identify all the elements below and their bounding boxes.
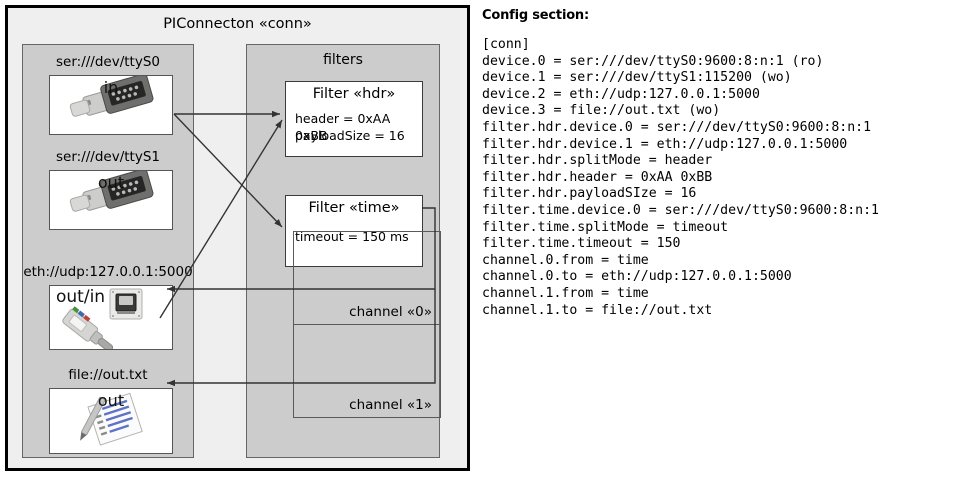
- filters-panel: filters Filter «hdr» header = 0xAA 0xBB …: [246, 44, 441, 458]
- config-line: device.0 = ser:///dev/ttyS0:9600:8:n:1 (…: [482, 53, 824, 69]
- serial-connector-icon: [50, 171, 172, 229]
- connection-diagram: PIConnecton «conn» ser:///dev/ttyS0 in: [5, 5, 470, 471]
- config-line: filter.hdr.payloadSIze = 16: [482, 186, 697, 202]
- config-lines: [conn]device.0 = ser:///dev/ttyS0:9600:8…: [482, 37, 960, 319]
- config-line: device.1 = ser:///dev/ttyS1:115200 (wo): [482, 70, 792, 86]
- device-io-label: in: [103, 78, 119, 97]
- device-caption-ttyS1: ser:///dev/ttyS1: [56, 149, 160, 165]
- filter-prop: payloadSize = 16: [295, 128, 405, 143]
- config-line: filter.hdr.device.1 = eth://udp:127.0.0.…: [482, 136, 848, 152]
- devices-panel: ser:///dev/ttyS0 in: [22, 44, 194, 458]
- device-box-eth[interactable]: out/in: [49, 285, 173, 350]
- filter-prop: header = 0xAA 0xBB: [295, 111, 391, 143]
- device-caption-ttyS0: ser:///dev/ttyS0: [56, 54, 160, 70]
- filter-title: Filter «time»: [308, 200, 400, 216]
- filters-panel-title: filters: [323, 52, 363, 68]
- config-line: channel.0.from = time: [482, 252, 649, 268]
- channel-label: channel «1»: [349, 397, 432, 413]
- diagram-title: PIConnecton «conn»: [163, 16, 312, 32]
- config-line: channel.1.to = file://out.txt: [482, 302, 713, 318]
- config-line: filter.time.timeout = 150: [482, 236, 681, 252]
- serial-connector-icon: [50, 76, 172, 134]
- config-heading: Config section:: [482, 8, 589, 23]
- text-file-icon: [50, 389, 172, 453]
- config-line: filter.time.splitMode = timeout: [482, 219, 729, 235]
- device-io-label: out: [97, 173, 125, 192]
- config-line: device.2 = eth://udp:127.0.0.1:5000: [482, 86, 760, 102]
- channel-label: channel «0»: [349, 304, 432, 320]
- config-line: filter.hdr.device.0 = ser:///dev/ttyS0:9…: [482, 119, 872, 135]
- device-box-ttyS1[interactable]: out: [49, 170, 173, 230]
- device-io-label: out: [97, 391, 125, 410]
- config-line: channel.0.to = eth://udp:127.0.0.1:5000: [482, 269, 792, 285]
- config-line: [conn]: [482, 37, 530, 52]
- config-line: device.3 = file://out.txt (wo): [482, 103, 721, 119]
- device-box-ttyS0[interactable]: in: [49, 75, 173, 135]
- config-line: channel.1.from = time: [482, 285, 649, 301]
- config-line: filter.time.device.0 = ser:///dev/ttyS0:…: [482, 202, 879, 218]
- device-caption-file: file://out.txt: [68, 367, 148, 383]
- filter-box-hdr[interactable]: Filter «hdr» header = 0xAA 0xBB payloadS…: [285, 81, 423, 157]
- device-io-label: out/in: [56, 287, 106, 307]
- channel-frame-0: channel «0»: [293, 231, 441, 325]
- device-caption-eth: eth://udp:127.0.0.1:5000: [23, 264, 193, 280]
- filter-title: Filter «hdr»: [312, 86, 396, 102]
- config-line: filter.hdr.header = 0xAA 0xBB: [482, 169, 713, 185]
- config-section: Config section: [conn]device.0 = ser:///…: [482, 8, 960, 319]
- config-line: filter.hdr.splitMode = header: [482, 153, 713, 169]
- channel-frame-1: channel «1»: [293, 324, 441, 418]
- ethernet-plug-icon: [50, 286, 172, 349]
- device-box-file[interactable]: out: [49, 388, 173, 454]
